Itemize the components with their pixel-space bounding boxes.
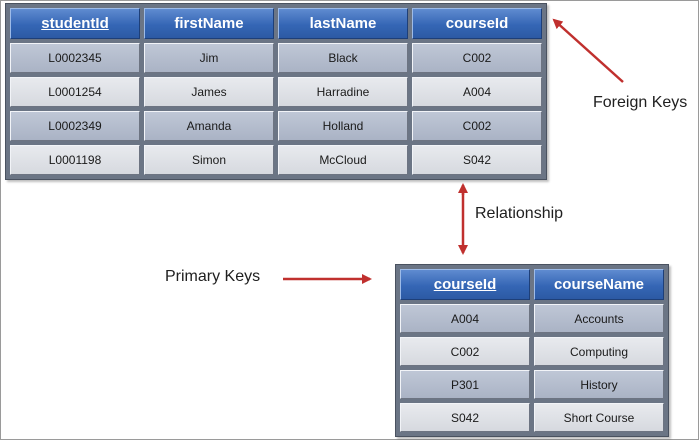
last-name-cell: Black (278, 43, 408, 73)
courses-header-row: courseId courseName (398, 267, 666, 302)
courses-table: courseId courseName A004 Accounts C002 C… (395, 264, 669, 437)
header-course-name: courseName (534, 269, 664, 300)
foreign-keys-arrow (552, 18, 624, 83)
course-name-cell: Computing (534, 337, 664, 366)
header-course-id: courseId (412, 8, 542, 39)
course-name-cell: Short Course (534, 403, 664, 432)
course-id-cell: A004 (400, 304, 530, 333)
first-name-cell: Amanda (144, 111, 274, 141)
first-name-cell: James (144, 77, 274, 107)
course-id-cell: P301 (400, 370, 530, 399)
relationship-label: Relationship (475, 205, 564, 222)
foreign-keys-label: Foreign Keys (593, 94, 688, 111)
course-name-cell: History (534, 370, 664, 399)
table-row: L0002345 Jim Black C002 (8, 41, 544, 75)
student-id-cell: L0001198 (10, 145, 140, 175)
header-student-id: studentId (10, 8, 140, 39)
students-table: studentId firstName lastName courseId L0… (5, 3, 547, 180)
student-id-cell: L0002349 (10, 111, 140, 141)
course-id-cell: S042 (412, 145, 542, 175)
course-id-cell: C002 (412, 111, 542, 141)
course-id-cell: A004 (412, 77, 542, 107)
first-name-cell: Simon (144, 145, 274, 175)
course-id-cell: S042 (400, 403, 530, 432)
last-name-cell: McCloud (278, 145, 408, 175)
header-first-name: firstName (144, 8, 274, 39)
course-id-cell: C002 (400, 337, 530, 366)
table-row: L0001254 James Harradine A004 (8, 75, 544, 109)
course-name-cell: Accounts (534, 304, 664, 333)
student-id-cell: L0002345 (10, 43, 140, 73)
last-name-cell: Harradine (278, 77, 408, 107)
header-course-id: courseId (400, 269, 530, 300)
student-id-cell: L0001254 (10, 77, 140, 107)
table-row: L0002349 Amanda Holland C002 (8, 109, 544, 143)
header-last-name: lastName (278, 8, 408, 39)
students-header-row: studentId firstName lastName courseId (8, 6, 544, 41)
table-row: A004 Accounts (398, 302, 666, 335)
primary-keys-label: Primary Keys (165, 268, 261, 285)
last-name-cell: Holland (278, 111, 408, 141)
course-id-cell: C002 (412, 43, 542, 73)
table-row: L0001198 Simon McCloud S042 (8, 143, 544, 177)
table-row: S042 Short Course (398, 401, 666, 434)
first-name-cell: Jim (144, 43, 274, 73)
table-row: P301 History (398, 368, 666, 401)
table-row: C002 Computing (398, 335, 666, 368)
